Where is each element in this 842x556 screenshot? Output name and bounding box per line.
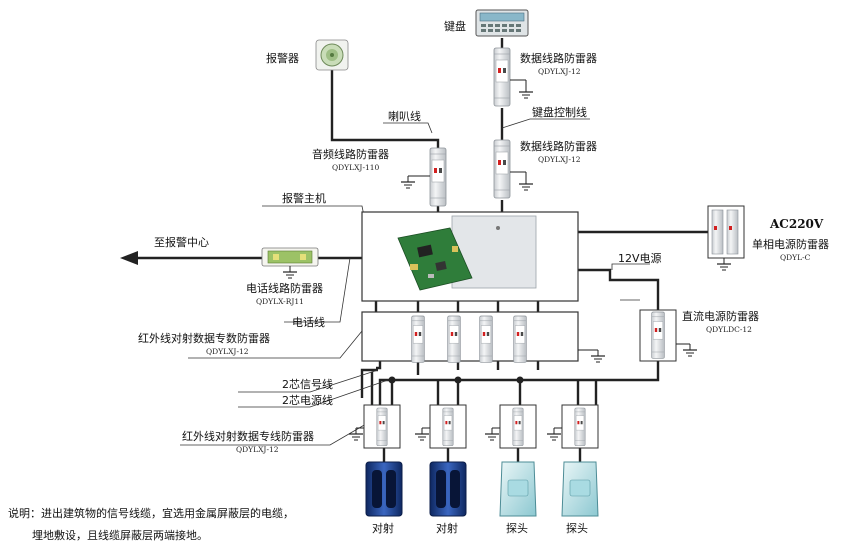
ir-spd-4 — [513, 315, 527, 363]
ground-icon — [518, 85, 534, 99]
device-1-label: 对射 — [372, 521, 394, 535]
audio-spd-label: 音频线路防雷器 — [312, 147, 389, 161]
alarm-siren-device — [315, 39, 349, 71]
field-spd-3 — [512, 407, 524, 447]
device-3-label: 探头 — [506, 522, 528, 535]
ir-dedicated-spd-model: QDYLXJ-12 — [206, 347, 249, 356]
single-phase-spd-model: QDYL-C — [780, 253, 811, 262]
note-line-2: 埋地敷设，且线缆屏蔽层两端接地。 — [32, 529, 208, 542]
audio-line-spd — [429, 147, 447, 207]
detector-probe-1 — [499, 461, 537, 517]
phone-spd-model: QDYLX-RJ11 — [256, 297, 304, 306]
dc-spd-label: 直流电源防雷器 — [682, 309, 759, 323]
ir-dedicated-spd-label: 红外线对射数据专数防雷器 — [138, 331, 270, 345]
speaker-line-label: 喇叭线 — [388, 109, 421, 123]
alarm-host-label: 报警主机 — [282, 191, 326, 205]
ac220v-label: AC220V — [769, 217, 824, 231]
dc-power-spd — [651, 311, 665, 359]
field-spd-1 — [376, 407, 388, 447]
single-phase-spd-label: 单相电源防雷器 — [752, 237, 829, 251]
12v-power-label: 12V电源 — [618, 251, 662, 265]
dc-spd-model: QDYLDC-12 — [706, 325, 752, 334]
2core-power-line-label: 2芯电源线 — [282, 393, 333, 407]
data-spd-top-model: QDYLXJ-12 — [538, 67, 581, 76]
leader-lines — [180, 118, 650, 446]
ground-icon — [348, 427, 364, 441]
phone-spd-label: 电话线路防雷器 — [246, 281, 323, 295]
phone-line-spd — [261, 247, 319, 267]
ground-icon — [590, 349, 606, 363]
note-line-1: 说明：进出建筑物的信号线缆，宜选用金属屏蔽层的电缆， — [8, 507, 294, 520]
field-spd-2 — [442, 407, 454, 447]
keyboard-label: 键盘 — [444, 19, 466, 33]
ground-icon — [282, 265, 298, 279]
alarm-label: 报警器 — [266, 51, 299, 65]
ir-dedicated-spd-box — [361, 311, 579, 362]
keyboard-control-line-label: 键盘控制线 — [532, 105, 587, 119]
data-line-spd-top — [493, 47, 511, 107]
device-2-label: 对射 — [436, 521, 458, 535]
ir-line-spd-label: 红外线对射数据专线防雷器 — [182, 429, 314, 443]
ir-spd-1 — [411, 315, 425, 363]
ground-icon — [400, 175, 416, 189]
alarm-host-box — [361, 211, 579, 302]
ir-beam-device-1 — [365, 461, 403, 517]
data-spd-mid-label: 数据线路防雷器 — [520, 139, 597, 153]
ir-beam-device-2 — [429, 461, 467, 517]
data-spd-top-label: 数据线路防雷器 — [520, 51, 597, 65]
audio-spd-model: QDYLXJ-110 — [332, 163, 380, 172]
ground-icon — [682, 343, 698, 357]
explanation-note: 说明：进出建筑物的信号线缆，宜选用金属屏蔽层的电缆， 埋地敷设，且线缆屏蔽层两端… — [8, 503, 294, 547]
ground-icon — [546, 427, 562, 441]
ir-spd-3 — [479, 315, 493, 363]
keyboard-device — [475, 9, 529, 37]
ground-icon — [484, 427, 500, 441]
ground-icon — [716, 257, 732, 271]
junction-dots — [388, 376, 524, 384]
ir-spd-2 — [447, 315, 461, 363]
data-spd-mid-model: QDYLXJ-12 — [538, 155, 581, 164]
device-4-label: 探头 — [566, 522, 588, 535]
ground-icon — [414, 427, 430, 441]
field-spd-4 — [574, 407, 586, 447]
arrow-left-icon — [120, 251, 138, 265]
detector-probe-2 — [561, 461, 599, 517]
phone-line-label: 电话线 — [292, 315, 325, 329]
2core-signal-line-label: 2芯信号线 — [282, 377, 333, 391]
data-line-spd-mid — [493, 139, 511, 199]
ir-line-spd-model: QDYLXJ-12 — [236, 445, 279, 454]
wiring — [138, 38, 708, 462]
ground-icon — [518, 177, 534, 191]
to-alarm-center-label: 至报警中心 — [154, 235, 209, 249]
single-phase-spd-box — [707, 205, 745, 259]
